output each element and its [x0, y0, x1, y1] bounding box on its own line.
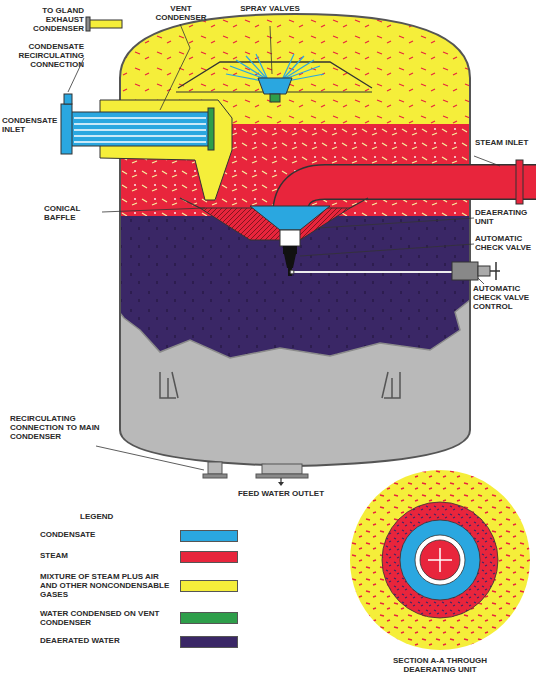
legend-swatch [180, 612, 238, 624]
part-label: TO GLAND EXHAUST CONDENSER [4, 6, 84, 34]
legend-text: MIXTURE OF STEAM PLUS AIR AND OTHER NONC… [40, 572, 172, 600]
legend-swatch [180, 636, 238, 648]
part-label: CONDENSATE INLET [2, 116, 60, 134]
part-label: SPRAY VALVES [240, 4, 300, 13]
legend-text: WATER CONDENSED ON VENT CONDENSER [40, 609, 172, 627]
legend-swatch [180, 530, 238, 542]
part-label: STEAM INLET [475, 138, 535, 147]
part-label: CONDENSATE RECIRCULATING CONNECTION [2, 42, 84, 70]
part-label: VENT CONDENSER [150, 4, 212, 22]
part-label: DEAERATING UNIT [475, 208, 535, 226]
legend-swatch [180, 580, 238, 592]
section-caption: SECTION A-A THROUGH DEAERATING UNIT [380, 656, 500, 674]
part-label: FEED WATER OUTLET [231, 489, 331, 498]
part-label: RECIRCULATING CONNECTION TO MAIN CONDENS… [10, 414, 110, 442]
legend-text: STEAM [40, 551, 172, 560]
part-label: AUTOMATIC CHECK VALVE [475, 234, 535, 252]
legend-swatch [180, 551, 238, 563]
part-label: AUTOMATIC CHECK VALVE CONTROL [473, 284, 535, 312]
legend-text: DEAERATED WATER [40, 636, 172, 645]
legend-text: CONDENSATE [40, 530, 172, 539]
part-label: CONICAL BAFFLE [44, 204, 102, 222]
legend-heading: LEGEND [80, 512, 160, 521]
